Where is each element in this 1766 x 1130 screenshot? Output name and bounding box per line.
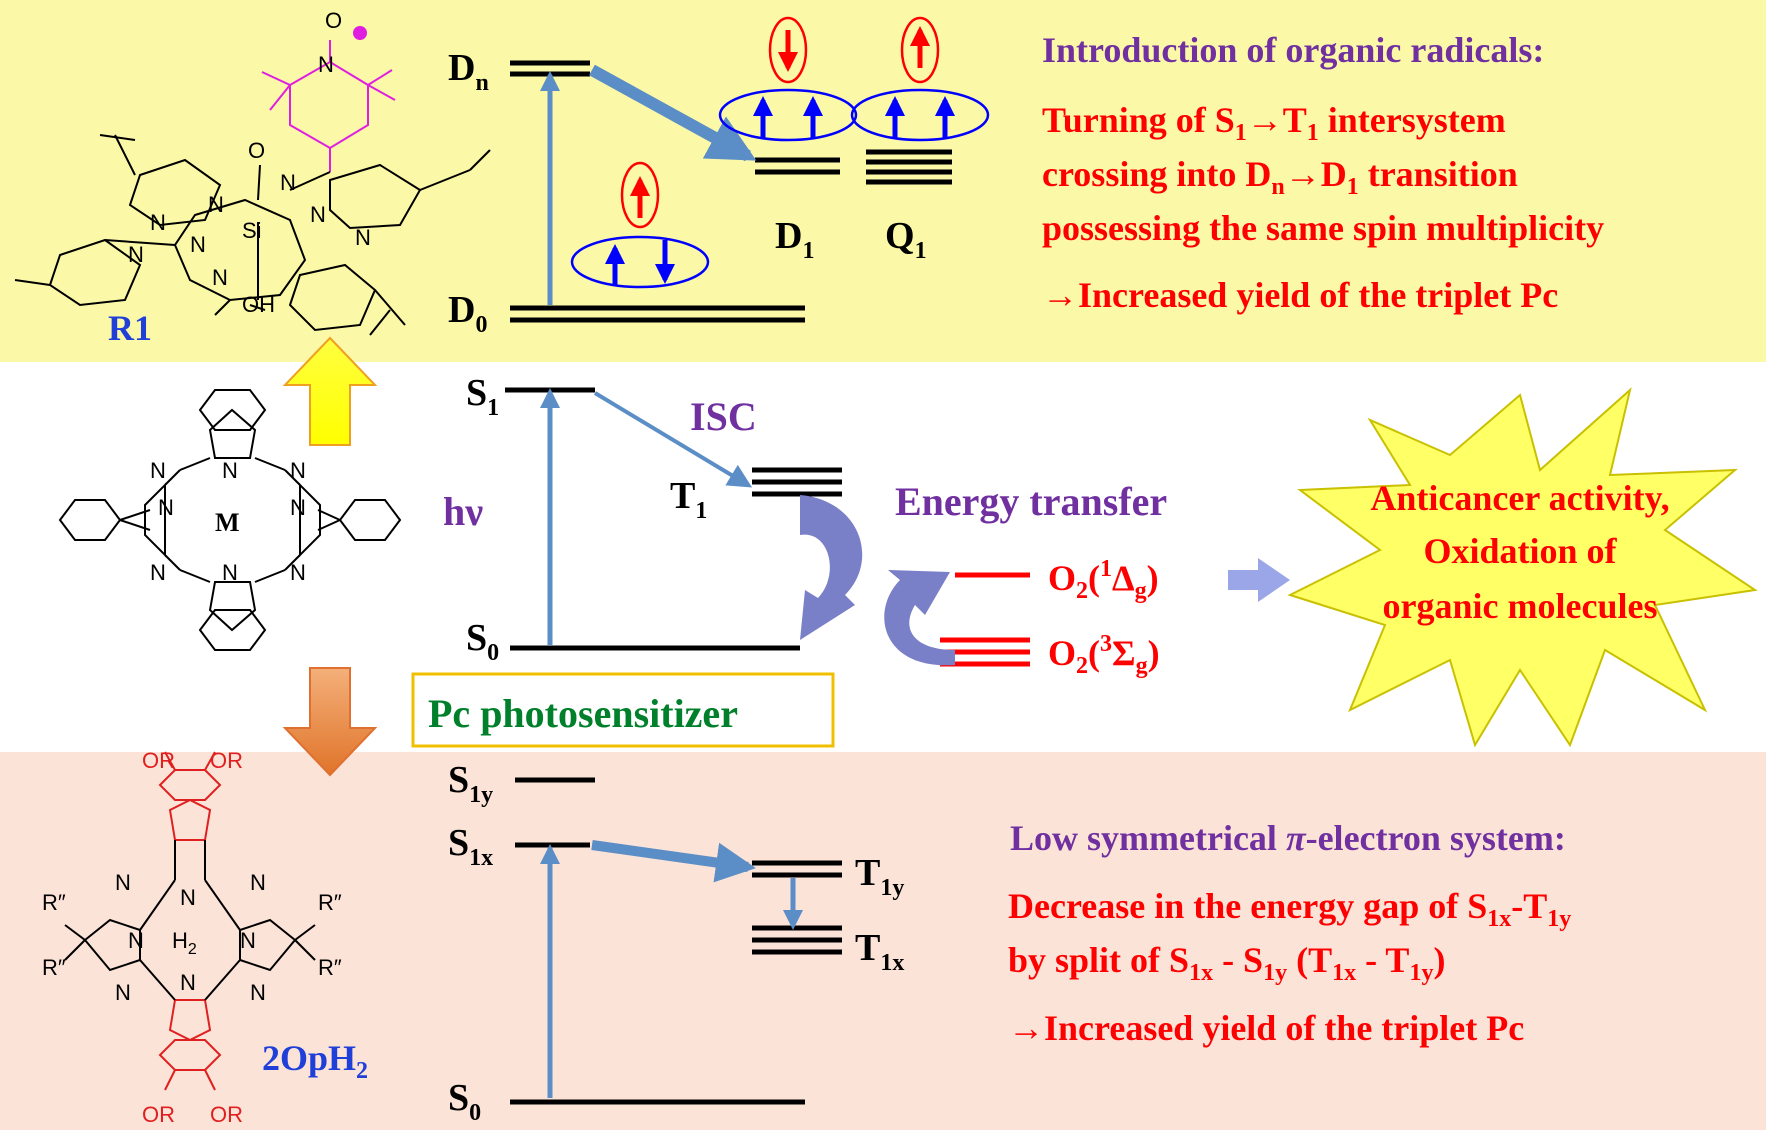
bottom-atom: N (115, 980, 131, 1005)
2oph2-label: 2OpH2 (262, 1038, 368, 1084)
r1-atom: N (212, 265, 228, 290)
energy-transfer-label: Energy transfer (895, 479, 1167, 524)
top-energy-levels (510, 60, 952, 323)
isc-label: ISC (690, 394, 757, 439)
s1y-label: S1y (448, 759, 493, 808)
h2-label: H2 (172, 928, 197, 958)
r1-atom: N (310, 202, 326, 227)
top-line-1: Turning of S1→T1 intersystem (1042, 100, 1506, 146)
star-line: Anticancer activity, (1370, 478, 1669, 518)
r1-atom: N (150, 210, 166, 235)
bottom-atom: N (115, 870, 131, 895)
bottom-atom: N (240, 928, 256, 953)
top-line-2: crossing into Dn→D1 transition (1042, 154, 1518, 200)
bottom-text-block: Low symmetrical π-electron system: Decre… (1008, 818, 1571, 1048)
s1x-label: S1x (448, 822, 493, 871)
r1-atom: N (355, 225, 371, 250)
bottom-atom: N (180, 970, 196, 995)
o2-right-arrow (1228, 558, 1290, 602)
pc-box (411, 672, 835, 748)
star-line: Oxidation of (1423, 531, 1617, 571)
top-heading: Introduction of organic radicals: (1042, 30, 1544, 70)
or-substituent: OR (210, 748, 243, 773)
r1-atom: N (190, 232, 206, 257)
center-atom: N (290, 560, 306, 585)
r1-atom: N (128, 242, 144, 267)
d0-label: D0 (448, 289, 487, 338)
top-line-4: →Increased yield of the triplet Pc (1042, 275, 1558, 315)
r-substituent: R″ (318, 890, 342, 915)
r1-atom: OH (242, 292, 275, 317)
dn-label: Dn (448, 47, 489, 96)
r1-atom: N (280, 170, 296, 195)
s0-label: S0 (466, 617, 499, 666)
top-line-3: possessing the same spin multiplicity (1042, 208, 1604, 248)
t1y-label: T1y (855, 852, 904, 901)
t1-label: T1 (670, 475, 707, 524)
pc-box-label: Pc photosensitizer (428, 691, 738, 736)
r1-atom: O (325, 8, 342, 33)
center-atom: N (290, 458, 306, 483)
bottom-atom: N (180, 885, 196, 910)
t1x-label: T1x (855, 927, 904, 976)
center-atom: N (222, 458, 238, 483)
bottom-atom-labels: N N N N N N N N H2 R″ R″ R″ R″ OR OR OR … (42, 748, 342, 1127)
bottom-atom: N (250, 870, 266, 895)
isc-arrow (593, 391, 753, 488)
o2-singlet-label: O2(1Δg) (1048, 556, 1159, 604)
s1x-to-t1y-arrow (591, 840, 756, 883)
starburst-text: Anticancer activity, Oxidation of organi… (1370, 478, 1669, 626)
r1-atom-labels: N N N N N N N N Si O OH N O (128, 8, 371, 317)
center-atom: N (150, 560, 166, 585)
bottom-line-1: Decrease in the energy gap of S1x-T1y (1008, 886, 1571, 932)
or-substituent: OR (142, 1102, 175, 1127)
star-line: organic molecules (1383, 586, 1658, 626)
r1-atom: N (208, 192, 224, 217)
center-atom-labels: N N N N N N N N M (150, 458, 306, 585)
o2-excitation-curve (884, 570, 955, 666)
r1-atom: N (318, 52, 334, 77)
up-arrow-to-r1 (282, 336, 378, 446)
center-pc-molecule (58, 389, 402, 651)
r1-label: R1 (108, 308, 152, 348)
or-substituent: OR (210, 1102, 243, 1127)
s1-label: S1 (466, 372, 499, 421)
bottom-line-2: by split of S1x - S1y (T1x - T1y) (1008, 940, 1445, 986)
bottom-atom: N (128, 928, 144, 953)
r1-molecule (14, 26, 491, 336)
r-substituent: R″ (318, 955, 342, 980)
center-atom: N (290, 495, 306, 520)
top-text-block: Introduction of organic radicals: Turnin… (1042, 30, 1604, 315)
d1-label: D1 (775, 215, 814, 264)
spin-diagram-q1 (850, 16, 990, 142)
s0-bottom-label: S0 (448, 1077, 481, 1126)
or-substituent: OR (142, 748, 175, 773)
down-arrow-to-2oph2 (282, 667, 378, 777)
dn-to-d1-arrow (589, 64, 757, 162)
r1-atom: O (248, 138, 265, 163)
radical-dot (353, 26, 367, 40)
spin-diagram-d0 (570, 161, 710, 289)
center-metal: M (215, 508, 240, 537)
center-atom: N (150, 458, 166, 483)
bottom-heading: Low symmetrical π-electron system: (1010, 818, 1566, 858)
q1-label: Q1 (885, 215, 927, 264)
r1-atom: Si (242, 218, 262, 243)
center-atom: N (158, 495, 174, 520)
bottom-energy-levels (510, 777, 842, 1105)
r-substituent: R″ (42, 890, 66, 915)
spin-diagram-d1 (718, 16, 858, 142)
hv-label: hν (443, 489, 483, 534)
bottom-line-3: →Increased yield of the triplet Pc (1008, 1008, 1524, 1048)
r-substituent: R″ (42, 955, 66, 980)
bottom-atom: N (250, 980, 266, 1005)
bottom-molecule (64, 751, 316, 1091)
o2-triplet-label: O2(3Σg) (1048, 631, 1160, 679)
t1-to-s0-curve (800, 495, 863, 640)
starburst (1287, 387, 1758, 748)
center-atom: N (222, 560, 238, 585)
